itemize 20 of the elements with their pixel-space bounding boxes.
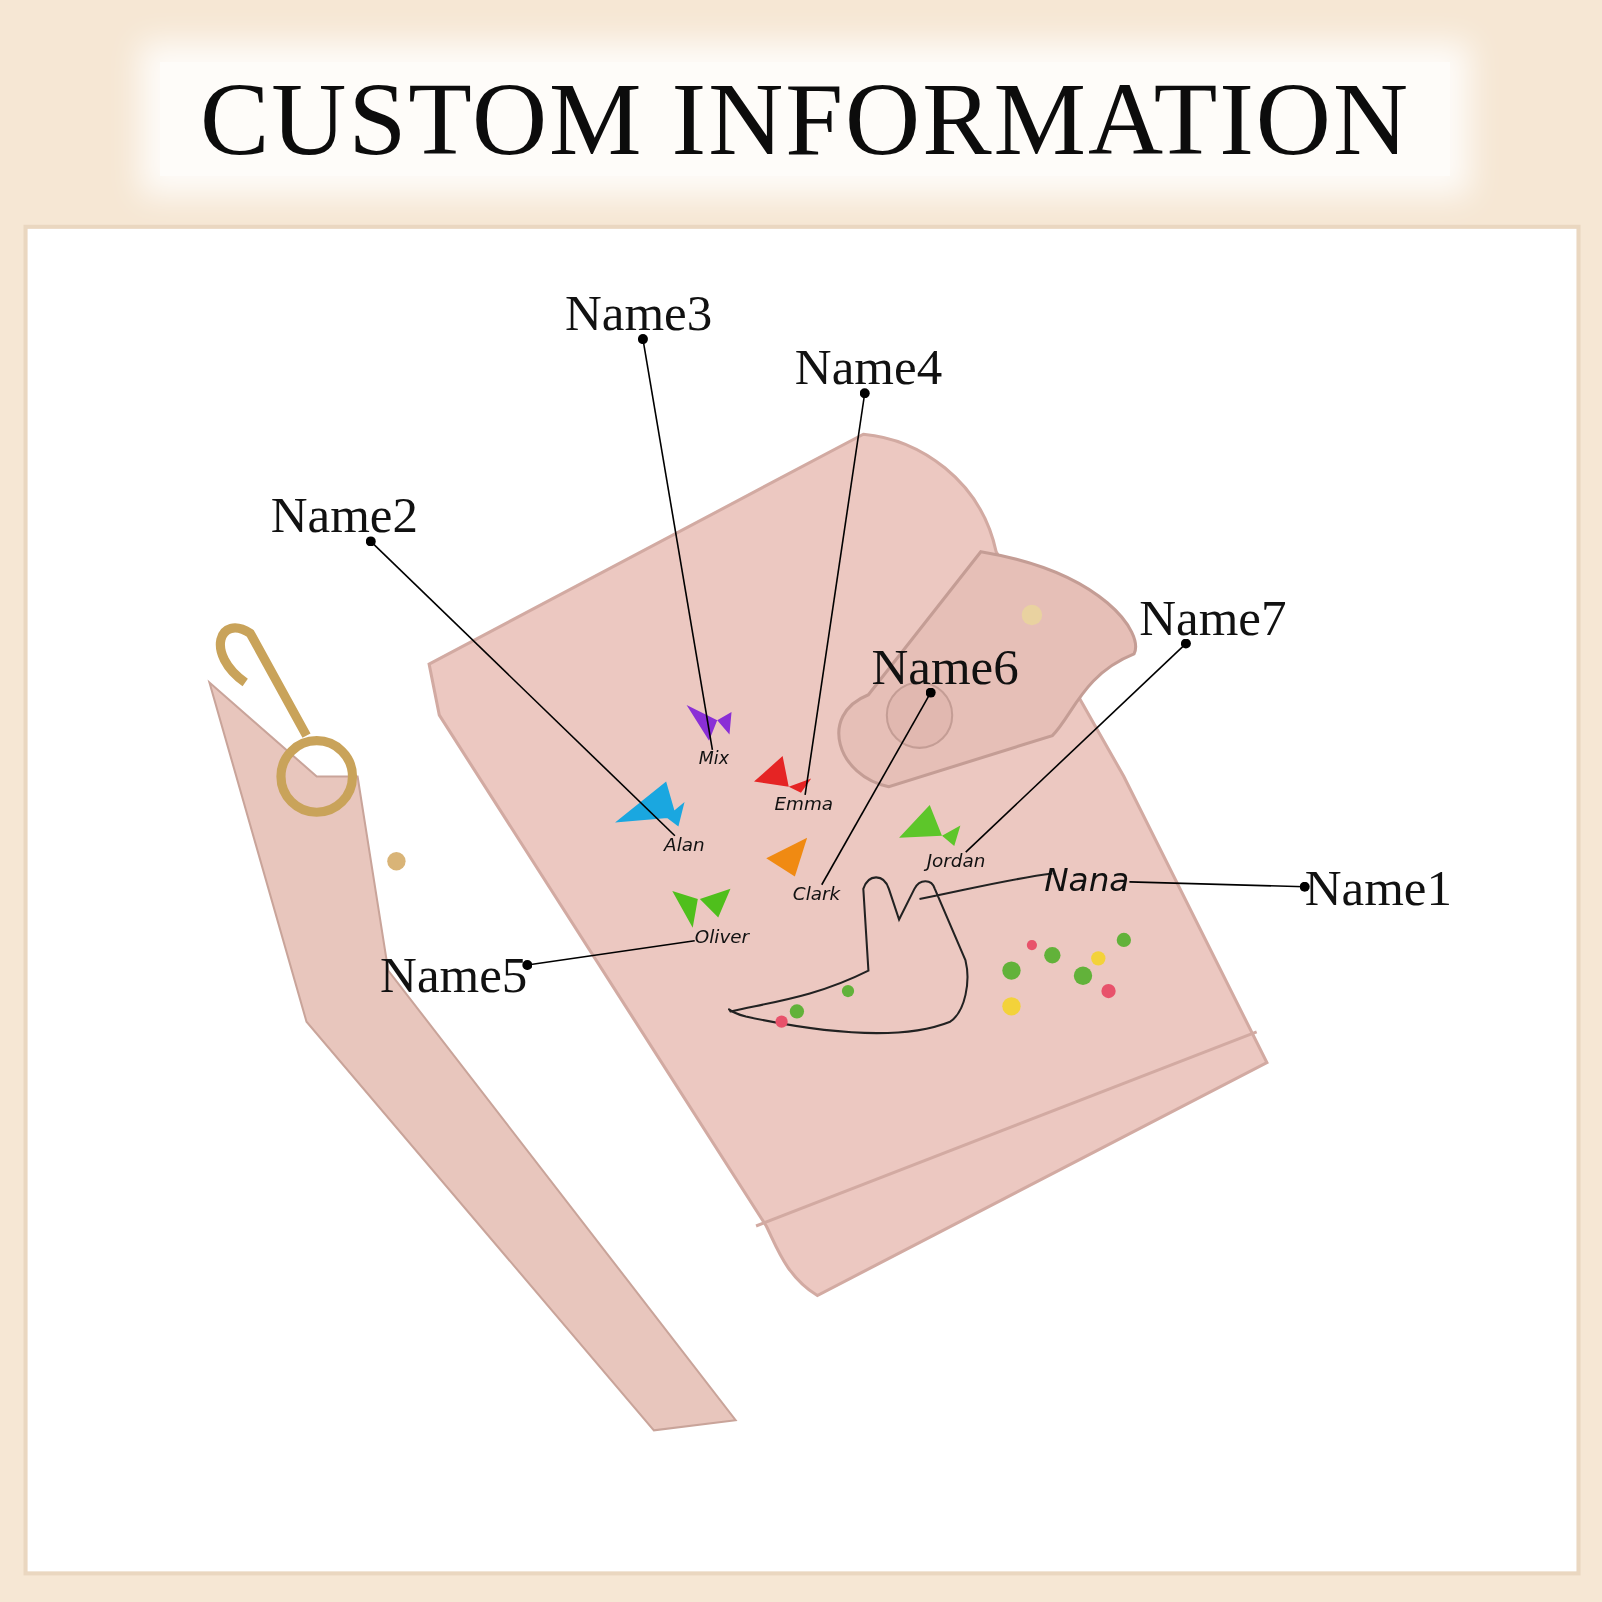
callout-label: Name4 (794, 342, 943, 394)
callout-label: Name6 (871, 641, 1019, 693)
callout-label: Name7 (1139, 592, 1287, 644)
callout-label: Name3 (565, 288, 713, 340)
printed-name: Nana (1044, 864, 1130, 898)
callout-label: Name5 (380, 950, 528, 1002)
printed-name: Oliver (694, 927, 750, 947)
leader-line (522, 940, 696, 970)
printed-name: Alan (664, 835, 705, 855)
leader-line (964, 638, 1191, 853)
leader-line (365, 536, 676, 837)
leader-line (804, 388, 870, 796)
callout-label: Name2 (270, 490, 418, 542)
printed-name: Emma (774, 794, 834, 814)
title: CUSTOM INFORMATION (160, 62, 1450, 177)
leader-line (820, 687, 936, 886)
printed-name: Clark (792, 884, 841, 904)
leader-line (1128, 881, 1310, 892)
printed-name: Mix (698, 749, 729, 768)
callout-label: Name1 (1304, 863, 1452, 915)
